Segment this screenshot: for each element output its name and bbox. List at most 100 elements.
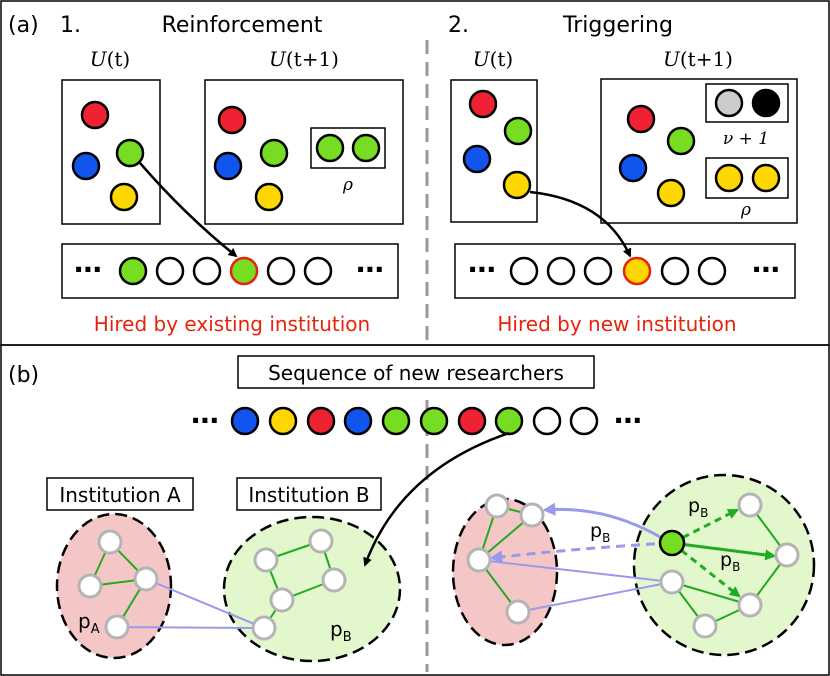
b-seq-dots-start: ⋯ <box>191 404 219 437</box>
left-u-t-nodes <box>71 100 145 212</box>
ab-cross-edges <box>116 578 265 629</box>
triggering-number: 2. <box>448 13 469 38</box>
seq-green <box>494 406 524 436</box>
seq-node-empty <box>266 256 296 286</box>
pB-label-left: pB <box>330 617 352 645</box>
left-rho-label: ρ <box>342 175 353 195</box>
left-u-t1-nodes <box>213 105 381 212</box>
researcher-yellow <box>502 170 532 200</box>
pB-label-up: pB <box>688 495 708 520</box>
left-sequence-box <box>61 243 399 299</box>
right-rho-label: ρ <box>740 200 751 220</box>
seq-blue <box>230 406 260 436</box>
rho-yellow-1 <box>714 163 744 193</box>
sequence-title: Sequence of new researchers <box>268 361 564 385</box>
institution-a-box <box>46 477 194 511</box>
left-caption: Hired by existing institution <box>94 312 370 336</box>
right-rho-box <box>705 157 789 199</box>
researcher-red <box>468 89 498 119</box>
left-seq-dots-start: ⋯ <box>74 253 102 286</box>
blue-arrow-dashed <box>489 541 671 564</box>
left-u-t1-box <box>204 79 404 225</box>
a-nodes <box>77 529 159 640</box>
seq-node-empty <box>155 256 185 286</box>
institution-b-box <box>236 477 382 511</box>
right-u-t-label: U(t) <box>473 47 514 71</box>
seq-node-empty <box>697 256 727 286</box>
researcher-green <box>115 138 145 168</box>
panel-a-label: (a) <box>8 13 39 38</box>
b-sequence-nodes <box>230 406 599 436</box>
right-u-t1-nodes <box>618 88 781 208</box>
seq-node-empty <box>583 256 613 286</box>
right-seq-dots-start: ⋯ <box>468 253 496 286</box>
left-rho-box <box>310 127 386 169</box>
right-institution-b-blob <box>632 473 816 657</box>
left-u-t-label: U(t) <box>90 47 131 71</box>
seq-node-green <box>118 256 148 286</box>
researcher-blue <box>462 144 492 174</box>
seq-node-empty <box>509 256 539 286</box>
left-sequence-nodes <box>118 256 333 286</box>
panel-b-label: (b) <box>8 363 39 388</box>
b-seq-dots-end: ⋯ <box>614 404 642 437</box>
rho-green-2 <box>351 133 381 163</box>
seq-green <box>419 406 449 436</box>
left-hire-arrow <box>139 162 238 258</box>
seq-node-empty <box>192 256 222 286</box>
seq-node-hired-green <box>229 256 259 286</box>
right-u-t-box <box>450 79 538 223</box>
reinforcement-title: Reinforcement <box>162 13 323 38</box>
pB-label-right: pB <box>720 549 740 574</box>
b-nodes <box>251 528 347 641</box>
nu-grey <box>714 88 744 118</box>
ra-nodes <box>466 493 545 625</box>
seq-node-empty <box>303 256 333 286</box>
seq-empty <box>569 406 599 436</box>
triggering-title: Triggering <box>562 13 673 38</box>
right-hire-arrow <box>529 190 632 258</box>
researcher-blue <box>71 151 101 181</box>
right-u-t1-label: U(t+1) <box>663 47 733 71</box>
researcher-yellow <box>254 182 284 212</box>
institution-a-blob <box>55 512 173 660</box>
left-seq-dots-end: ⋯ <box>356 253 384 286</box>
seq-green <box>381 406 411 436</box>
seq-node-empty <box>660 256 690 286</box>
seq-yellow <box>268 406 298 436</box>
rho-yellow-2 <box>751 163 781 193</box>
b-hire-arrow <box>363 431 510 567</box>
left-u-t1-label: U(t+1) <box>269 47 339 71</box>
seq-red <box>457 406 487 436</box>
blue-arrow-solid <box>542 502 671 545</box>
right-u-t1-box <box>600 78 798 224</box>
right-caption: Hired by new institution <box>497 312 736 336</box>
researcher-red <box>80 100 110 130</box>
pA-label: pA <box>78 609 100 637</box>
sequence-title-box <box>237 355 595 389</box>
green-arrow-right <box>671 541 777 561</box>
seq-red <box>306 406 336 436</box>
researcher-green <box>503 116 533 146</box>
rb-nodes <box>659 492 800 639</box>
researcher-green <box>259 138 289 168</box>
rho-green-1 <box>315 133 345 163</box>
nu-label: ν + 1 <box>723 129 769 149</box>
researcher-blue <box>213 151 243 181</box>
researcher-blue <box>618 153 648 183</box>
left-u-t-box <box>61 79 161 225</box>
nu-black <box>751 88 781 118</box>
institution-a-label: Institution A <box>59 483 181 507</box>
researcher-yellow <box>656 178 686 208</box>
panel-b-frame <box>0 344 830 676</box>
right-u-t-nodes <box>462 89 533 200</box>
researcher-red <box>217 105 247 135</box>
seq-node-empty <box>546 256 576 286</box>
right-sequence-nodes <box>509 256 727 286</box>
cross-blue-edges <box>478 559 673 613</box>
researcher-red <box>626 104 656 134</box>
reinforcement-number: 1. <box>60 13 81 38</box>
new-researcher-node <box>658 529 686 557</box>
seq-node-hired-yellow <box>622 256 652 286</box>
